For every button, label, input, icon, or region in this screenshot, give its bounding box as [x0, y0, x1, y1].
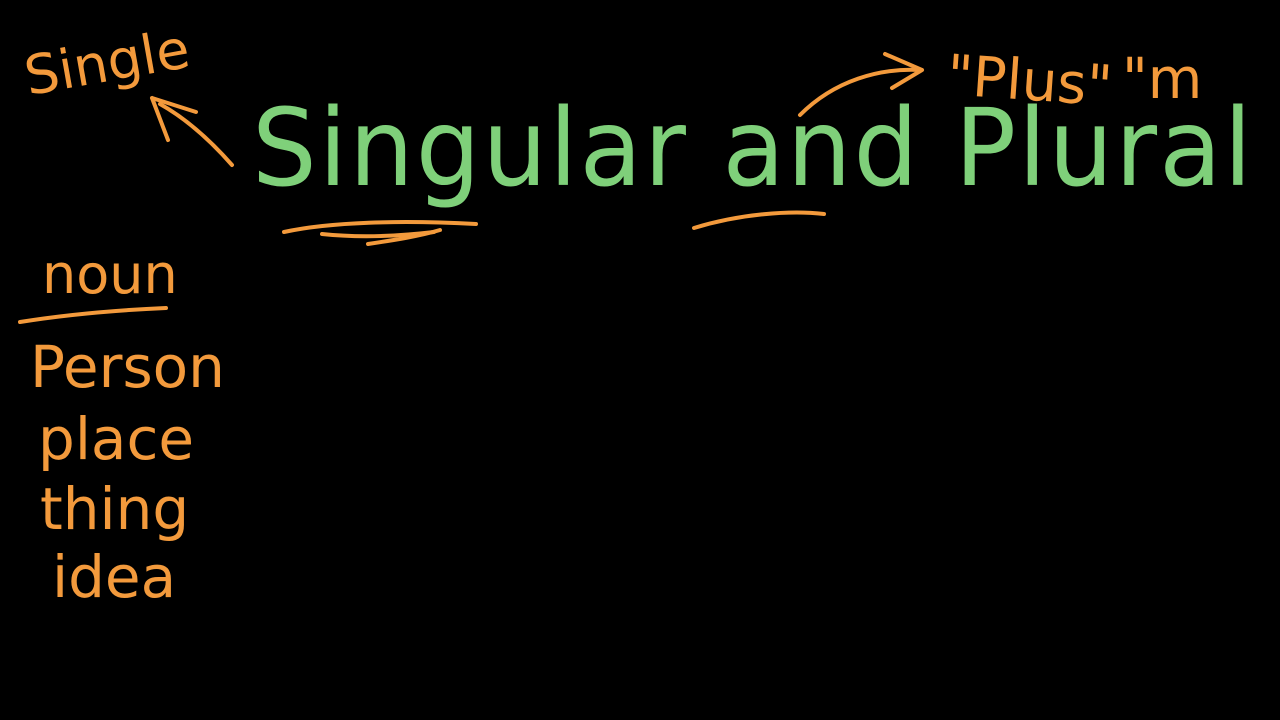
noun-list-header: noun	[42, 243, 178, 306]
underline-plural	[692, 210, 826, 230]
noun-list-item-place: place	[38, 405, 195, 473]
noun-list-item-idea: idea	[52, 543, 177, 611]
noun-list-item-thing: thing	[40, 475, 190, 543]
annotation-more: "m	[1122, 47, 1203, 112]
annotation-plus: "Plus"	[944, 43, 1115, 120]
arrow-to-plus	[798, 67, 922, 117]
underline-singular	[282, 220, 478, 234]
arrowhead-plus	[883, 52, 924, 90]
noun-list-item-person: Person	[30, 333, 225, 401]
arrowhead-single	[150, 96, 198, 142]
underline-noun	[18, 306, 168, 324]
page-title: Singular and Plural Nouns	[252, 86, 1280, 212]
underline-singular-3	[366, 228, 442, 246]
arrow-to-single	[158, 102, 234, 167]
